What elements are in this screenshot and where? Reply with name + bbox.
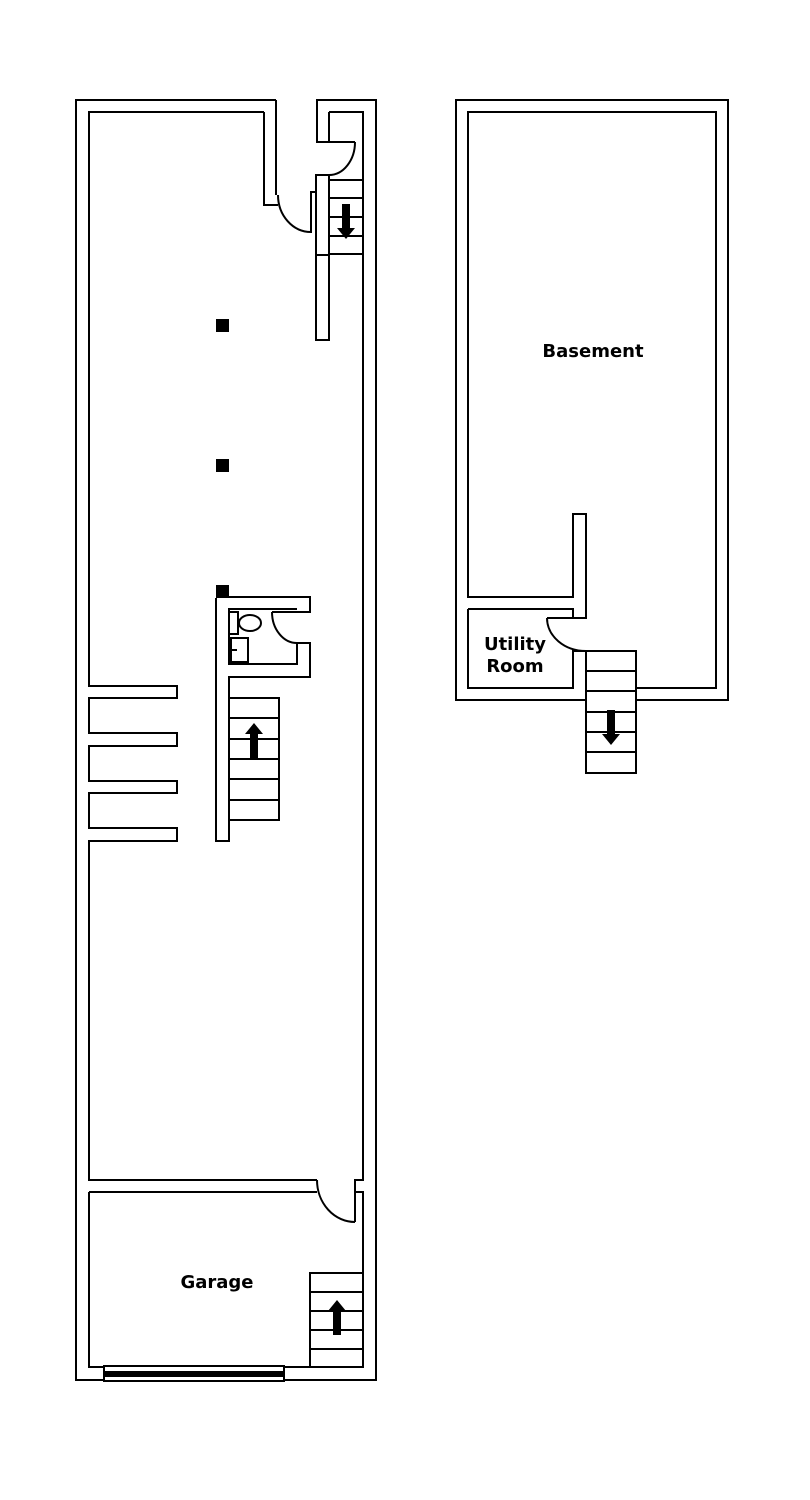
bathroom-door-swing bbox=[271, 611, 298, 644]
column bbox=[216, 459, 229, 472]
bathroom-wall bbox=[215, 596, 311, 842]
door-swing-top bbox=[277, 174, 329, 234]
room-label-basement: Basement bbox=[542, 341, 644, 362]
arrow-down-icon bbox=[337, 204, 355, 239]
toilet-icon bbox=[228, 611, 262, 635]
sink-icon bbox=[230, 637, 249, 663]
arrow-up-icon bbox=[328, 1300, 346, 1335]
main-inner-wall bbox=[88, 111, 364, 1368]
partition-wall-top bbox=[315, 175, 330, 341]
garage-door-swing bbox=[316, 1179, 356, 1223]
main-floor: Garage bbox=[75, 99, 377, 1382]
utility-door-swing bbox=[546, 617, 587, 652]
arrow-up-icon bbox=[245, 723, 263, 758]
room-label-utility-line2: Room bbox=[486, 656, 543, 677]
garage-door bbox=[103, 1365, 285, 1382]
main-outer-wall bbox=[75, 99, 377, 1381]
basement-outer-wall bbox=[455, 99, 729, 701]
room-label-utility-line1: Utility bbox=[484, 634, 546, 655]
stairs-top bbox=[329, 179, 363, 255]
stairs-middle bbox=[229, 697, 280, 821]
basement-inner-wall bbox=[467, 111, 717, 689]
room-label-garage: Garage bbox=[180, 1272, 253, 1293]
column bbox=[216, 585, 229, 598]
column bbox=[216, 319, 229, 332]
stairs-basement bbox=[585, 650, 637, 774]
door-swing-stair-top bbox=[328, 141, 356, 176]
arrow-down-icon bbox=[602, 710, 620, 745]
basement-floor: Basement Utility Room bbox=[455, 99, 729, 774]
stairs-garage bbox=[309, 1272, 363, 1367]
